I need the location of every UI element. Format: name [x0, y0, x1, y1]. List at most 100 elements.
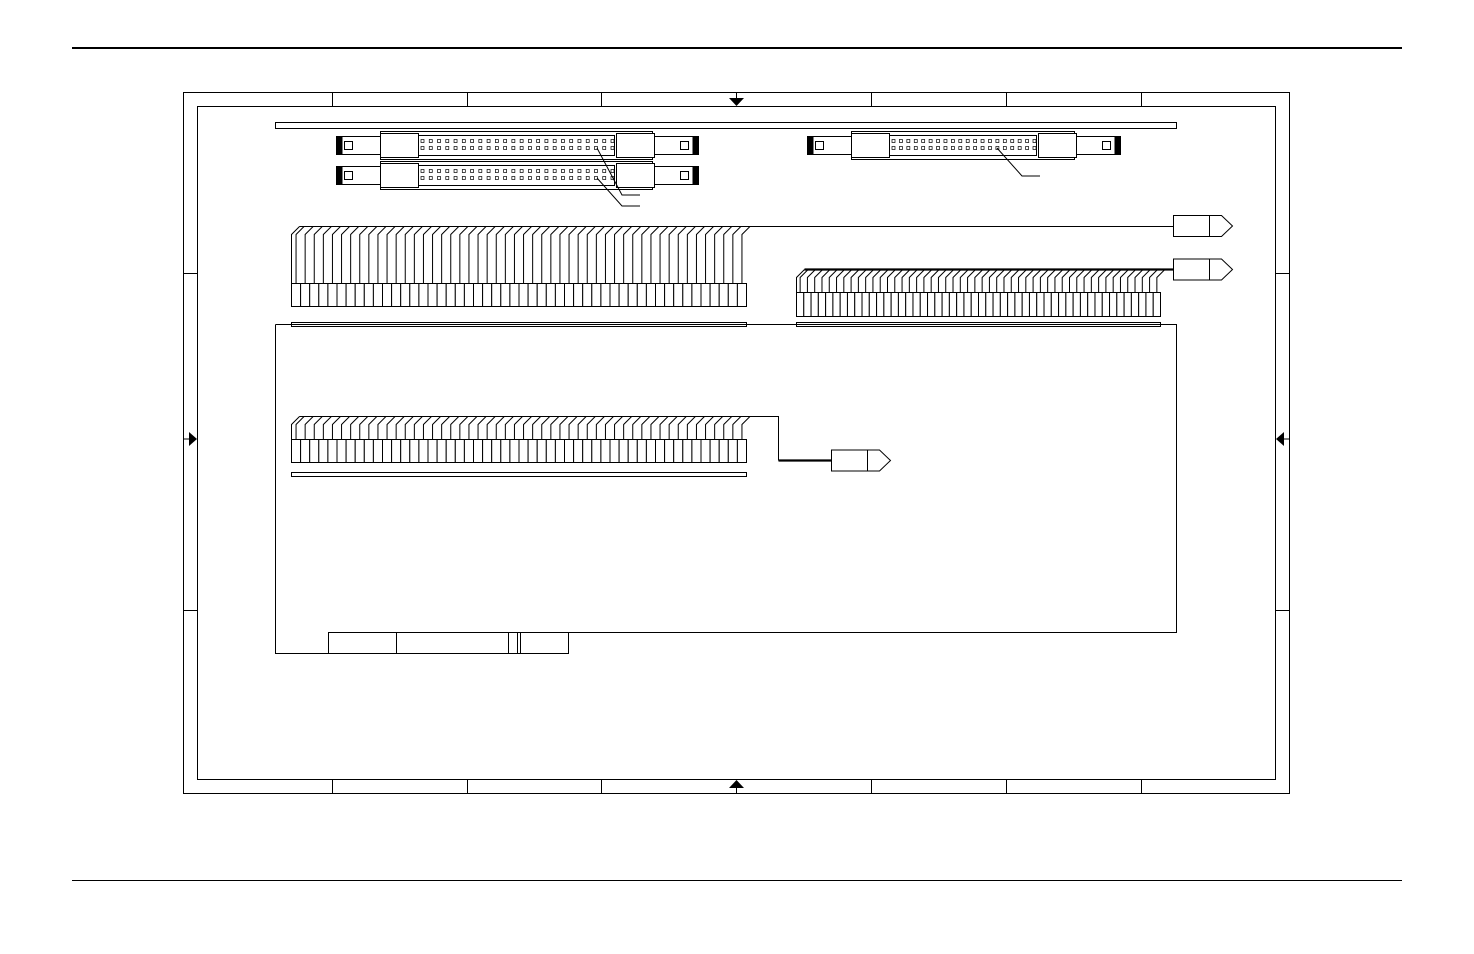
cable-wire: [695, 226, 705, 284]
cable-wire: [668, 226, 678, 284]
terminal-block: [391, 283, 402, 307]
cable-wire: [1127, 269, 1137, 293]
cable-wire: [1025, 269, 1035, 293]
cable-wire: [477, 226, 487, 284]
terminal-block: [718, 283, 729, 307]
terminal-block: [655, 283, 666, 307]
terminal-block: [482, 439, 493, 463]
terminal-block: [1123, 292, 1132, 317]
terminal-block: [817, 292, 827, 317]
connector-pin: [577, 139, 582, 143]
terminal-block: [318, 439, 329, 463]
cable-wire: [641, 226, 651, 284]
terminal-block: [1014, 292, 1023, 317]
cable-wire: [441, 416, 451, 440]
connector-pin: [602, 176, 607, 180]
left-latch-ridge: [336, 136, 343, 155]
cable-wire: [959, 269, 969, 293]
terminal-block: [509, 283, 520, 307]
connector-pin: [995, 139, 1000, 143]
top-rail: [275, 122, 1177, 129]
connector-pin: [965, 146, 970, 150]
left-latch-ridge: [336, 166, 343, 185]
left-latch-ridge: [807, 136, 814, 155]
cable-wire: [1076, 269, 1086, 293]
cable-wire: [677, 226, 687, 284]
cable-wire: [559, 416, 569, 440]
cable-wire: [930, 269, 940, 293]
connector-pin: [973, 139, 977, 143]
cable-wire: [1003, 269, 1013, 293]
connector-pin: [899, 139, 903, 143]
cable-wire: [1141, 269, 1151, 293]
connector-pin: [494, 146, 499, 150]
cable-wire: [459, 416, 469, 440]
connector-pin: [536, 146, 541, 150]
connector-pin: [585, 169, 590, 173]
cable-wire: [350, 416, 360, 440]
connector-pin: [913, 139, 918, 143]
terminal-block: [1087, 292, 1096, 317]
terminal-block: [883, 292, 892, 317]
terminal-block: [363, 283, 374, 307]
cable-wire: [386, 226, 396, 284]
terminal-block: [868, 292, 878, 317]
terminal-block: [1138, 292, 1147, 317]
cable-wire: [1112, 269, 1122, 293]
terminal-block: [473, 439, 484, 463]
terminal-block: [400, 439, 411, 463]
terminal-block: [700, 439, 711, 463]
cable-wire: [295, 416, 305, 440]
ribbon-connector-single-right: [807, 131, 1121, 160]
terminal-block: [600, 283, 611, 307]
connector-pin: [536, 139, 541, 143]
connector-pin: [453, 169, 458, 173]
terminal-block: [673, 439, 684, 463]
connector-pin: [437, 139, 441, 143]
cable-wire: [368, 416, 378, 440]
terminal-block: [454, 283, 465, 307]
connector-pin: [552, 169, 557, 173]
connector-pin: [486, 176, 491, 180]
connector-pin: [470, 169, 474, 173]
connector-pin: [561, 176, 565, 180]
terminal-block: [500, 439, 511, 463]
plug-tip: [1209, 258, 1234, 281]
cable-wire: [350, 226, 360, 284]
cable-wire: [468, 226, 478, 284]
connector-pin: [511, 169, 516, 173]
terminal-block: [691, 439, 702, 463]
terminal-block: [1058, 292, 1067, 317]
connector-pin: [519, 176, 524, 180]
terminal-block: [1116, 292, 1125, 317]
plug-ends: [831, 215, 1234, 472]
cable-wire: [850, 269, 860, 293]
cable-wire: [550, 226, 560, 284]
connector-pin: [891, 139, 896, 143]
connector-pin: [511, 146, 516, 150]
connector-pin: [503, 169, 507, 173]
cable-wire: [614, 416, 623, 440]
terminal-block: [536, 283, 547, 307]
cable-wire: [632, 226, 642, 284]
terminal-block: [609, 283, 620, 307]
terminal-block: [941, 292, 950, 317]
connector-pin: [552, 139, 557, 143]
terminal-block: [300, 283, 311, 307]
terminal-block: [948, 292, 958, 317]
cable-wire: [477, 416, 487, 440]
terminal-block: [664, 283, 675, 307]
terminal-block: [327, 283, 338, 307]
terminal-block: [345, 283, 356, 307]
cable-wire: [377, 416, 387, 440]
right-ejector: [616, 133, 655, 158]
connector-pin: [602, 139, 607, 143]
terminal-block: [970, 292, 979, 317]
cable-wire: [1105, 269, 1115, 293]
cable-wire: [432, 416, 441, 440]
cable-wire: [887, 269, 896, 293]
cable-wire: [967, 269, 976, 293]
terminal-block: [796, 292, 805, 317]
connector-pin: [528, 176, 532, 180]
connector-pin: [965, 139, 970, 143]
